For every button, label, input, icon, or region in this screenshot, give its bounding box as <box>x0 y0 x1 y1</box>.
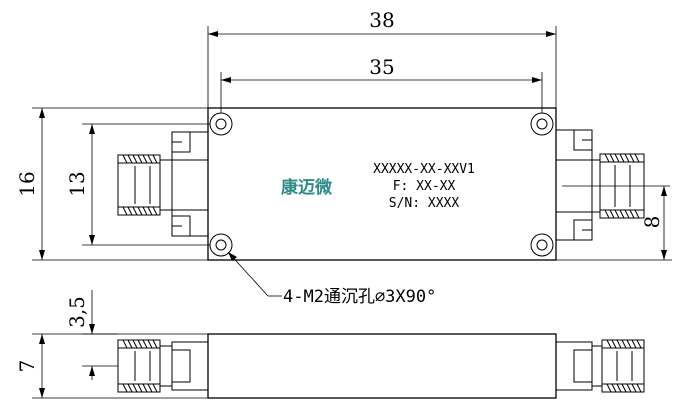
left-connector-top <box>117 131 209 237</box>
dimension-8-text: 8 <box>640 216 664 229</box>
dimension-13: 13 <box>65 123 210 246</box>
dimension-16-text: 16 <box>15 171 39 196</box>
dimension-38: 38 <box>207 8 557 108</box>
dimension-16: 16 <box>15 107 208 261</box>
hole-callout: 4-M2通沉孔⌀3X90° <box>227 251 436 307</box>
dimension-35-text: 35 <box>369 55 394 79</box>
dimension-38-text: 38 <box>369 8 394 32</box>
label-model: XXXXX-XX-XXV1 <box>373 162 475 177</box>
dimension-7: 7 <box>15 333 208 399</box>
top-view: 康迈微 XXXXX-XX-XXV1 F: XX-XX S/N: XXXX <box>117 107 670 261</box>
mounting-hole-top-left <box>209 112 233 136</box>
logo-text: 康迈微 <box>281 177 333 198</box>
dimension-7-text: 7 <box>15 360 39 373</box>
dimension-13-text: 13 <box>65 171 89 196</box>
left-connector-side <box>117 339 209 393</box>
label-serial: S/N: XXXX <box>389 196 460 211</box>
dimension-3-5-text: 3,5 <box>65 296 89 328</box>
dimension-3-5: 3,5 <box>65 290 208 380</box>
dimension-35: 35 <box>220 55 543 113</box>
right-connector-side <box>555 339 645 393</box>
label-frequency: F: XX-XX <box>393 179 456 194</box>
mounting-hole-bottom-right <box>530 233 554 257</box>
hole-callout-text: 4-M2通沉孔⌀3X90° <box>283 287 436 307</box>
mounting-hole-top-right <box>530 112 554 136</box>
top-body-outline <box>207 107 557 261</box>
side-view <box>117 333 645 399</box>
right-connector-top <box>555 129 670 241</box>
dimension-8: 8 <box>556 186 672 261</box>
side-body-outline <box>207 333 557 399</box>
